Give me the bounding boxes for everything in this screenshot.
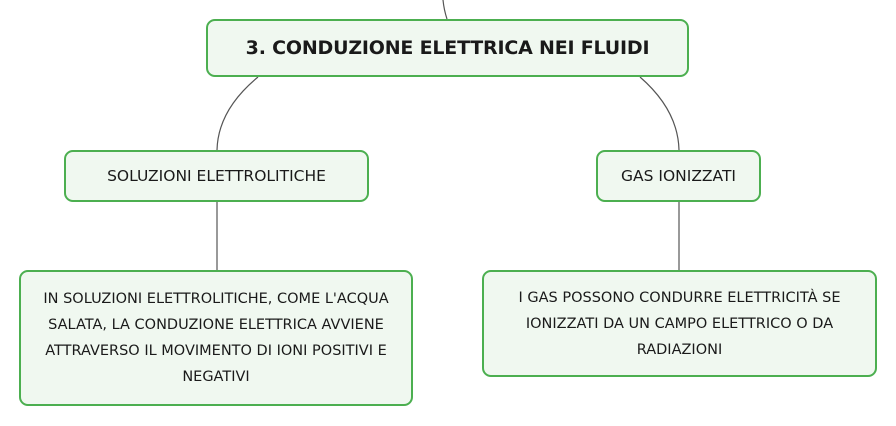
detail-text: I GAS POSSONO CONDURRE ELETTRICITÀ SE IO…	[518, 289, 841, 358]
detail-node-soluzioni-elettrolitiche[interactable]: IN SOLUZIONI ELETTROLITICHE, COME L'ACQU…	[19, 270, 413, 406]
connector-parent-to-root	[442, 0, 448, 20]
branch-node-gas-ionizzati[interactable]: GAS IONIZZATI	[596, 150, 761, 202]
connector-root-to-gas	[639, 76, 680, 151]
branch-label: SOLUZIONI ELETTROLITICHE	[107, 167, 326, 185]
root-topic-label: 3. CONDUZIONE ELETTRICA NEI FLUIDI	[245, 37, 650, 59]
root-topic-node[interactable]: 3. CONDUZIONE ELETTRICA NEI FLUIDI	[206, 19, 689, 77]
connector-root-to-soluzioni	[216, 76, 259, 151]
detail-node-gas-ionizzati[interactable]: I GAS POSSONO CONDURRE ELETTRICITÀ SE IO…	[482, 270, 877, 377]
branch-node-soluzioni-elettrolitiche[interactable]: SOLUZIONI ELETTROLITICHE	[64, 150, 369, 202]
branch-label: GAS IONIZZATI	[621, 167, 736, 185]
detail-text: IN SOLUZIONI ELETTROLITICHE, COME L'ACQU…	[43, 291, 389, 385]
